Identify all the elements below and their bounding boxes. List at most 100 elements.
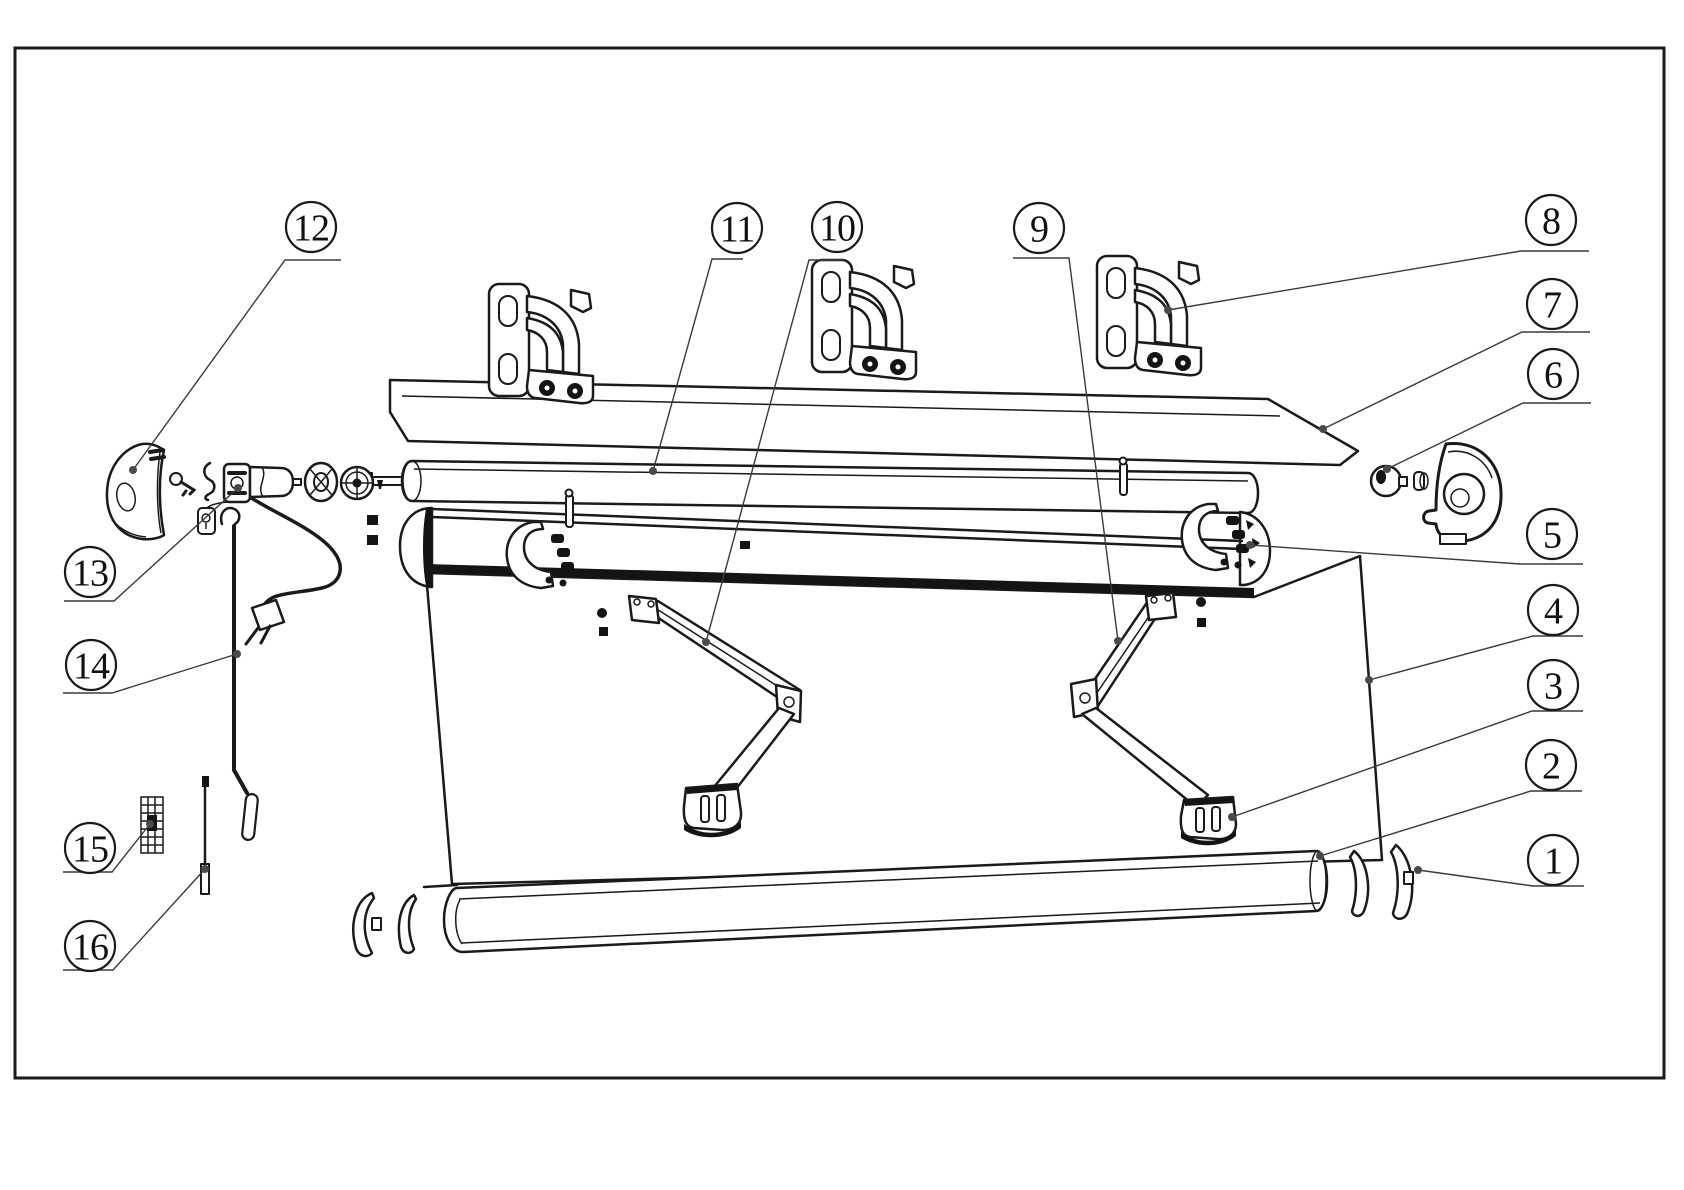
callout-1: 1	[1414, 833, 1584, 887]
front-bar-caps-right	[1348, 843, 1414, 920]
callout-balloon-5	[1525, 507, 1579, 561]
callout-number-16: 16	[72, 926, 108, 968]
leader-line-2	[1319, 790, 1582, 857]
front-bar-caps-left	[352, 891, 418, 958]
callout-2: 2	[1316, 738, 1582, 860]
leader-dot-10	[702, 638, 710, 646]
callout-balloon-14	[64, 638, 118, 692]
callout-balloon-7	[1525, 277, 1579, 331]
leader-dot-9	[1114, 637, 1122, 645]
leader-dot-15	[146, 820, 154, 828]
callout-10: 10	[702, 200, 864, 646]
callout-number-8: 8	[1542, 200, 1560, 242]
callout-number-5: 5	[1543, 514, 1561, 556]
leader-line-6	[1386, 402, 1591, 470]
callout-number-4: 4	[1544, 590, 1563, 632]
callout-number-13: 13	[72, 552, 108, 594]
callout-number-1: 1	[1544, 840, 1562, 882]
callout-16: 16	[63, 865, 209, 973]
callout-number-12: 12	[293, 207, 329, 249]
callout-balloon-3	[1526, 658, 1580, 712]
leader-dot-3	[1228, 813, 1236, 821]
callout-15: 15	[63, 820, 154, 875]
leader-line-11	[652, 258, 743, 472]
callout-number-14: 14	[73, 645, 110, 687]
leader-line-7	[1322, 331, 1590, 430]
fabric-panel	[424, 554, 1384, 886]
callout-13: 13	[63, 484, 242, 602]
leader-line-14	[63, 653, 238, 694]
callout-balloon-9	[1012, 201, 1066, 255]
callout-11: 11	[649, 201, 764, 475]
leader-line-5	[1249, 544, 1583, 565]
leader-dot-4	[1365, 676, 1373, 684]
leader-dot-12	[129, 466, 137, 474]
callout-number-3: 3	[1544, 665, 1562, 707]
leader-line-8	[1167, 250, 1589, 311]
callout-5: 5	[1246, 507, 1583, 565]
leader-dot-14	[233, 650, 241, 658]
callout-balloon-11	[710, 201, 764, 255]
page-border	[13, 46, 1666, 1080]
leader-dot-1	[1414, 866, 1422, 874]
leader-line-12	[132, 259, 341, 471]
callout-balloon-10	[810, 200, 864, 254]
leader-dot-7	[1319, 425, 1327, 433]
callout-balloon-1	[1526, 833, 1580, 887]
callout-3: 3	[1228, 658, 1583, 821]
callout-balloon-2	[1524, 738, 1578, 792]
callout-number-9: 9	[1030, 208, 1048, 250]
callout-balloon-13	[63, 545, 117, 599]
arm-foot-left	[682, 782, 743, 838]
leader-line-15	[63, 823, 151, 873]
leader-dot-8	[1164, 306, 1172, 314]
leader-line-1	[1417, 869, 1584, 887]
callout-balloon-6	[1526, 347, 1580, 401]
leader-dot-6	[1383, 465, 1391, 473]
front-bar	[422, 849, 1329, 954]
crank-handle	[219, 506, 259, 842]
callout-12: 12	[129, 200, 341, 474]
leader-line-10	[705, 259, 843, 643]
callout-number-2: 2	[1542, 745, 1560, 787]
leader-line-13	[64, 487, 239, 602]
leader-line-16	[63, 868, 206, 971]
folding-arm-left	[597, 594, 803, 804]
motor-key	[169, 472, 197, 497]
bar-pins	[564, 456, 1128, 528]
folding-arm-right	[1069, 591, 1210, 809]
callout-4: 4	[1365, 583, 1583, 684]
callout-number-6: 6	[1544, 354, 1562, 396]
leader-line-9	[1013, 257, 1119, 642]
leader-line-4	[1368, 635, 1583, 681]
leader-dot-16	[201, 865, 209, 873]
callout-number-7: 7	[1543, 284, 1561, 326]
leader-line-3	[1231, 710, 1583, 818]
motor-limit-tag	[197, 501, 233, 535]
motor-end-cover	[105, 442, 166, 541]
callout-balloon-16	[63, 919, 117, 973]
callout-balloon-15	[63, 821, 117, 875]
motor-unit	[222, 461, 383, 504]
callout-6: 6	[1383, 347, 1591, 473]
callout-14: 14	[63, 638, 241, 694]
callout-number-15: 15	[72, 828, 108, 870]
callout-7: 7	[1319, 277, 1590, 433]
arm-foot-right	[1179, 795, 1238, 846]
motor-clip	[203, 461, 216, 502]
callout-balloon-4	[1526, 583, 1580, 637]
wall-bracket-3	[1095, 254, 1203, 377]
callout-8: 8	[1164, 193, 1589, 314]
leader-dot-5	[1246, 541, 1254, 549]
leader-dot-13	[234, 484, 242, 492]
callout-number-11: 11	[720, 208, 755, 250]
callout-9: 9	[1012, 201, 1122, 645]
wall-bracket-2	[810, 258, 918, 381]
wall-bracket-1	[487, 282, 595, 405]
callout-balloon-12	[284, 200, 338, 254]
gear-end-group	[1369, 442, 1503, 545]
pull-rod	[200, 776, 210, 895]
